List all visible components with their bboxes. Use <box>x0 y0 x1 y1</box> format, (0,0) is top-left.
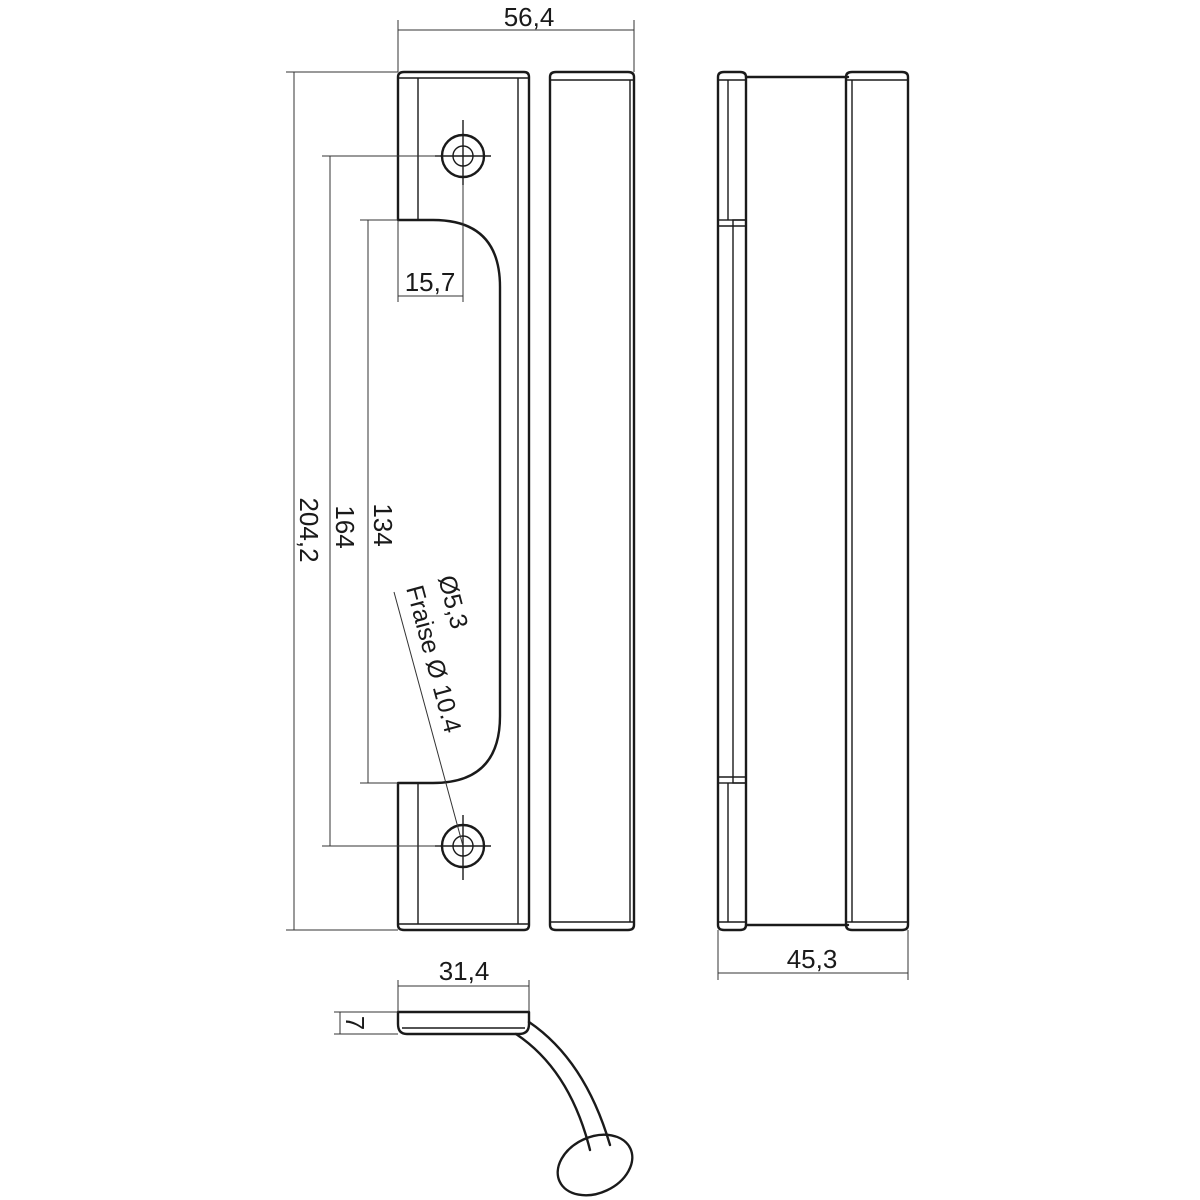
dim-overall-height: 204,2 <box>286 71 398 931</box>
dim-side-depth: 45,3 <box>717 930 909 980</box>
bottom-flange-curve <box>527 1020 612 1147</box>
bottom-view <box>396 1010 634 1197</box>
bottom-profile <box>396 1010 531 1036</box>
bottom-flange-end <box>556 1133 634 1197</box>
screw-hole-top <box>435 120 491 185</box>
dim-overall-width: 56,4 <box>397 2 635 72</box>
hole-callout-leader <box>393 591 464 847</box>
side-left-rail <box>716 70 748 932</box>
front-flange-outline <box>548 70 636 932</box>
hole-callout: Ø5,3 Fraise Ø 10.4 <box>393 572 473 847</box>
front-view <box>396 70 636 932</box>
side-view <box>716 70 910 932</box>
dim-hole-spacing: 164 <box>322 155 440 847</box>
side-recess <box>717 219 747 784</box>
dim-cutout-length-label: 134 <box>368 503 398 546</box>
dim-bottom-thickness-label: 7 <box>340 1016 370 1030</box>
dim-hole-offset-label: 15,7 <box>405 267 456 297</box>
dim-bottom-thickness: 7 <box>334 1011 398 1035</box>
dim-overall-width-label: 56,4 <box>504 2 555 32</box>
dim-cutout-length: 134 <box>360 219 398 784</box>
screw-hole-bottom <box>435 815 491 880</box>
dim-overall-height-label: 204,2 <box>294 497 324 562</box>
front-plate-outline <box>396 70 531 932</box>
dim-hole-offset: 15,7 <box>397 185 464 302</box>
side-right-rail <box>844 70 910 932</box>
dim-bottom-width-label: 31,4 <box>439 956 490 986</box>
dim-bottom-width: 31,4 <box>397 956 530 1012</box>
dim-hole-spacing-label: 164 <box>330 505 360 548</box>
dim-side-depth-label: 45,3 <box>787 944 838 974</box>
